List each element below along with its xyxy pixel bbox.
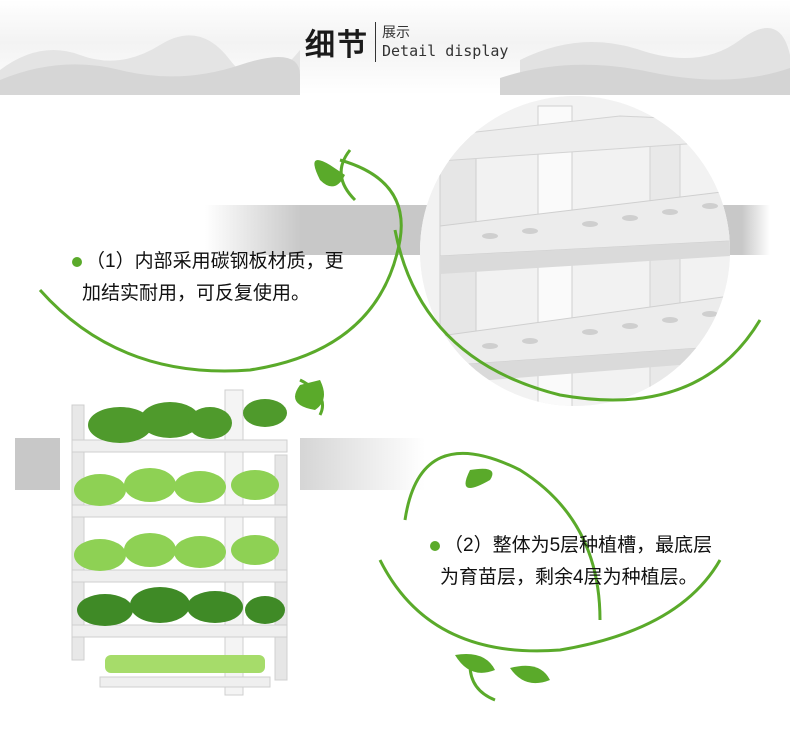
- detail-text-1b: 加结实耐用，可反复使用。: [82, 283, 311, 304]
- title-separator: [375, 22, 376, 62]
- detail-text-1a: 内部采用碳钢板材质，更: [134, 251, 344, 272]
- detail-line-1a: （1）内部采用碳钢板材质，更: [72, 246, 344, 278]
- bullet-dot-icon: [430, 540, 440, 551]
- detail-description-2: （2）整体为5层种植槽，最底层 为育苗层，剩余4层为种植层。: [430, 530, 712, 594]
- detail-text-2b: 为育苗层，剩余4层为种植层。: [440, 567, 698, 588]
- title-subtitle: 展示 Detail display: [382, 24, 508, 60]
- subtitle-cn: 展示: [382, 25, 410, 41]
- gray-strip-left-top: [205, 205, 445, 255]
- detail-line-2a: （2）整体为5层种植槽，最底层: [430, 530, 712, 562]
- shelf-closeup-drawing: [420, 96, 730, 406]
- bullet-dot-icon: [72, 256, 82, 267]
- detail-line-2b: 为育苗层，剩余4层为种植层。: [430, 562, 712, 594]
- detail-text-2a: 整体为5层种植槽，最底层: [492, 535, 713, 556]
- section-title: 细节 展示 Detail display: [305, 14, 508, 70]
- detail-number-1: （1）: [86, 251, 135, 272]
- detail-number-2: （2）: [444, 535, 493, 556]
- detail-line-1b: 加结实耐用，可反复使用。: [72, 278, 344, 310]
- mountain-ink-decoration: [0, 28, 790, 95]
- subtitle-en: Detail display: [382, 42, 509, 60]
- title-cn: 细节: [305, 28, 369, 63]
- detail-description-1: （1）内部采用碳钢板材质，更 加结实耐用，可反复使用。: [72, 246, 344, 310]
- header-band: [0, 0, 790, 95]
- hydroponic-rack-photo: [60, 385, 300, 705]
